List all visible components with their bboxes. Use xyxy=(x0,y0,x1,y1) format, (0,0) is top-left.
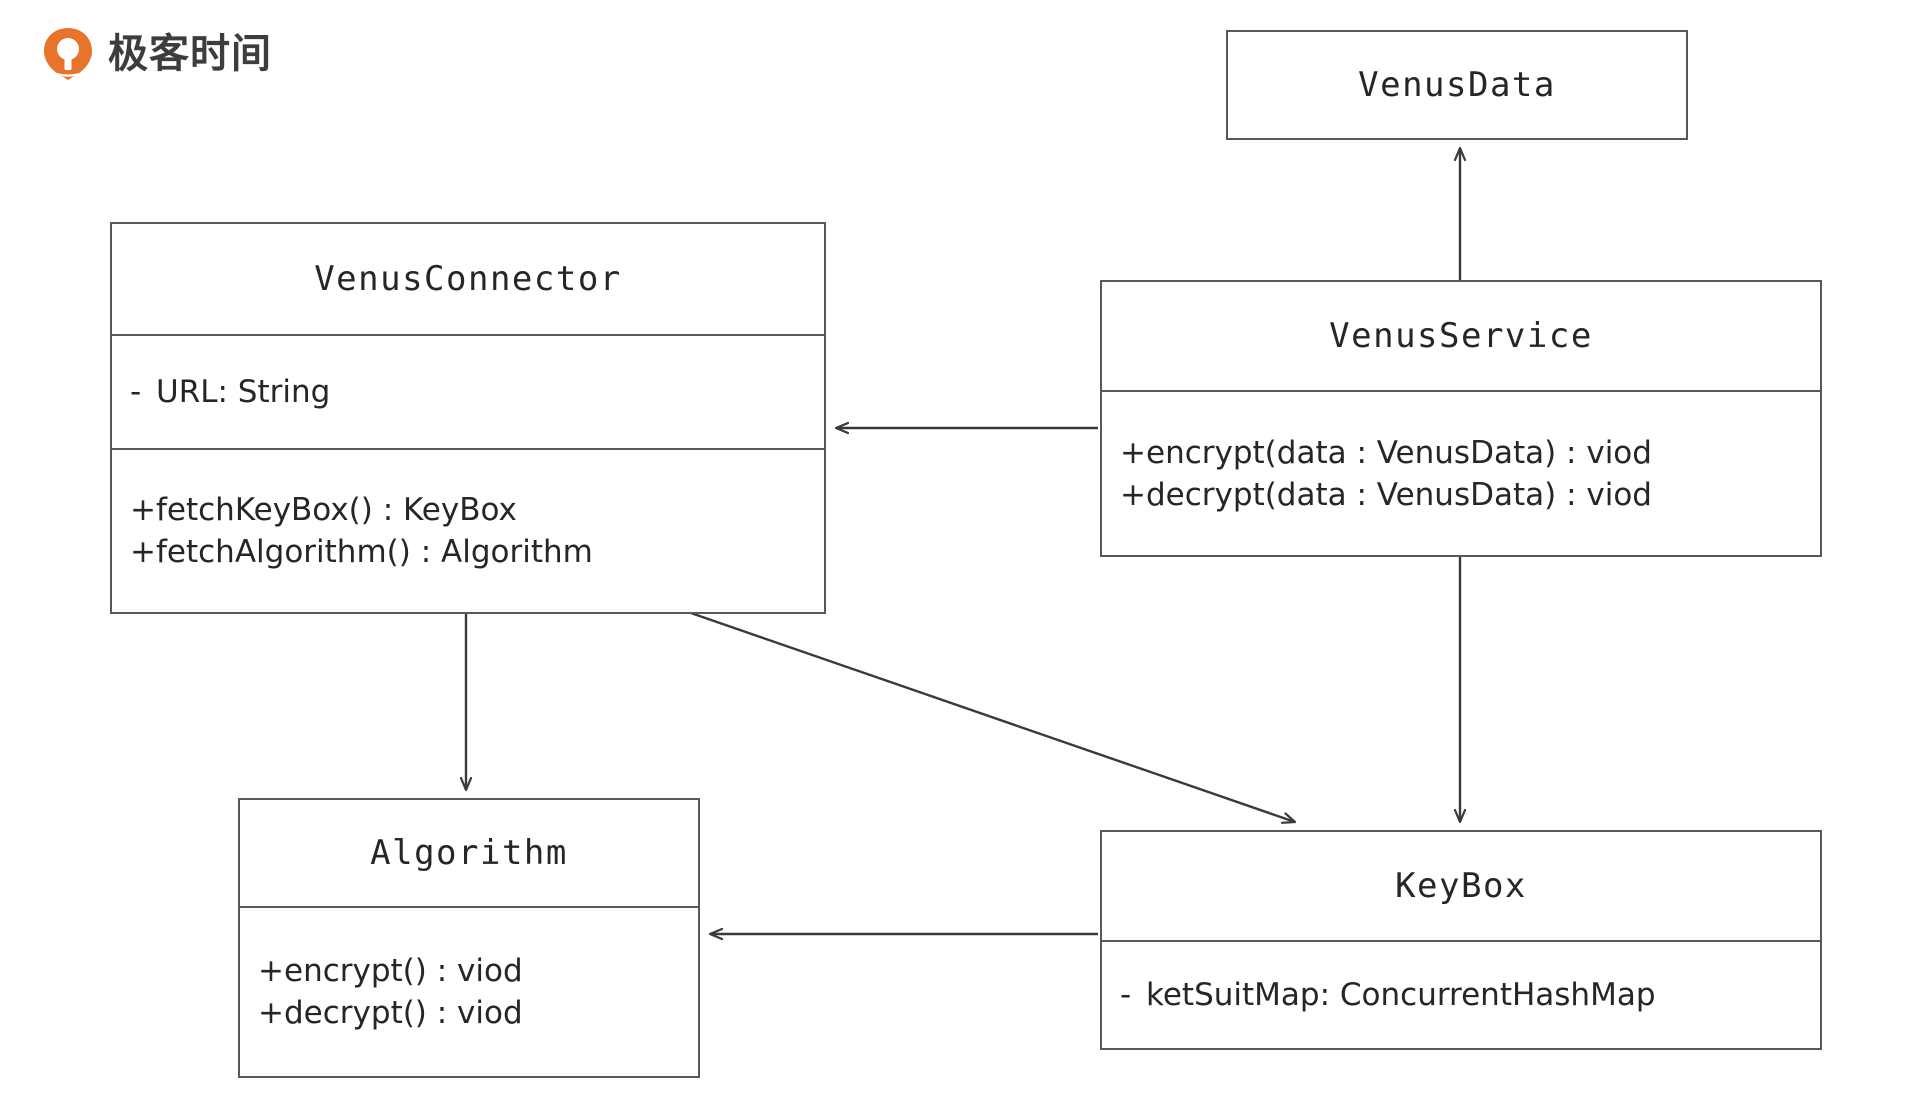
uml-class-algorithm[interactable]: Algorithm +encrypt() : viod +decrypt() :… xyxy=(238,798,700,1078)
class-attributes-compartment: -ketSuitMap: ConcurrentHashMap xyxy=(1102,940,1820,1048)
visibility-marker: + xyxy=(1120,434,1146,471)
class-methods-compartment: +encrypt() : viod +decrypt() : viod xyxy=(240,906,698,1076)
method-row: +fetchAlgorithm() : Algorithm xyxy=(112,531,824,573)
class-title-compartment: VenusData xyxy=(1228,32,1686,138)
geektime-logo-icon xyxy=(42,26,94,82)
class-name-venusconnector: VenusConnector xyxy=(314,259,622,299)
method-text: decrypt(data : VenusData) : viod xyxy=(1146,476,1652,513)
uml-class-venusconnector[interactable]: VenusConnector -URL: String +fetchKeyBox… xyxy=(110,222,826,614)
attribute-text: ketSuitMap: ConcurrentHashMap xyxy=(1146,977,1656,1013)
brand-logo: 极客时间 xyxy=(42,24,272,84)
method-text: decrypt() : viod xyxy=(284,995,523,1031)
class-name-venusservice: VenusService xyxy=(1329,316,1593,356)
visibility-marker: + xyxy=(1120,476,1146,513)
uml-class-venusservice[interactable]: VenusService +encrypt(data : VenusData) … xyxy=(1100,280,1822,557)
brand-name: 极客时间 xyxy=(108,31,272,77)
visibility-marker: + xyxy=(130,492,156,528)
class-title-compartment: KeyBox xyxy=(1102,832,1820,940)
attribute-text: URL: String xyxy=(156,374,331,410)
uml-class-keybox[interactable]: KeyBox -ketSuitMap: ConcurrentHashMap xyxy=(1100,830,1822,1050)
method-row: +decrypt() : viod xyxy=(240,992,698,1034)
method-row: +decrypt(data : VenusData) : viod xyxy=(1102,474,1820,516)
class-title-compartment: VenusConnector xyxy=(112,224,824,334)
class-name-algorithm: Algorithm xyxy=(370,833,568,873)
edge-venusconnector-to-keybox xyxy=(687,610,1295,822)
class-title-compartment: Algorithm xyxy=(240,800,698,906)
method-row: +encrypt() : viod xyxy=(240,950,698,992)
method-text: fetchKeyBox() : KeyBox xyxy=(156,492,517,528)
method-text: encrypt() : viod xyxy=(284,953,523,989)
class-name-keybox: KeyBox xyxy=(1395,866,1527,906)
class-title-compartment: VenusService xyxy=(1102,282,1820,390)
class-methods-compartment: +encrypt(data : VenusData) : viod +decry… xyxy=(1102,390,1820,555)
class-name-venusdata: VenusData xyxy=(1358,65,1556,105)
attribute-row: -URL: String xyxy=(112,371,824,413)
visibility-marker: - xyxy=(130,374,142,410)
method-row: +fetchKeyBox() : KeyBox xyxy=(112,489,824,531)
visibility-marker: + xyxy=(258,953,284,989)
method-row: +encrypt(data : VenusData) : viod xyxy=(1102,432,1820,474)
attribute-row: -ketSuitMap: ConcurrentHashMap xyxy=(1102,974,1820,1016)
method-text: encrypt(data : VenusData) : viod xyxy=(1146,434,1652,471)
class-methods-compartment: +fetchKeyBox() : KeyBox +fetchAlgorithm(… xyxy=(112,448,824,612)
method-text: fetchAlgorithm() : Algorithm xyxy=(156,534,593,570)
visibility-marker: + xyxy=(258,995,284,1031)
uml-class-venusdata[interactable]: VenusData xyxy=(1226,30,1688,140)
visibility-marker: + xyxy=(130,534,156,570)
visibility-marker: - xyxy=(1120,977,1132,1013)
class-attributes-compartment: -URL: String xyxy=(112,334,824,448)
